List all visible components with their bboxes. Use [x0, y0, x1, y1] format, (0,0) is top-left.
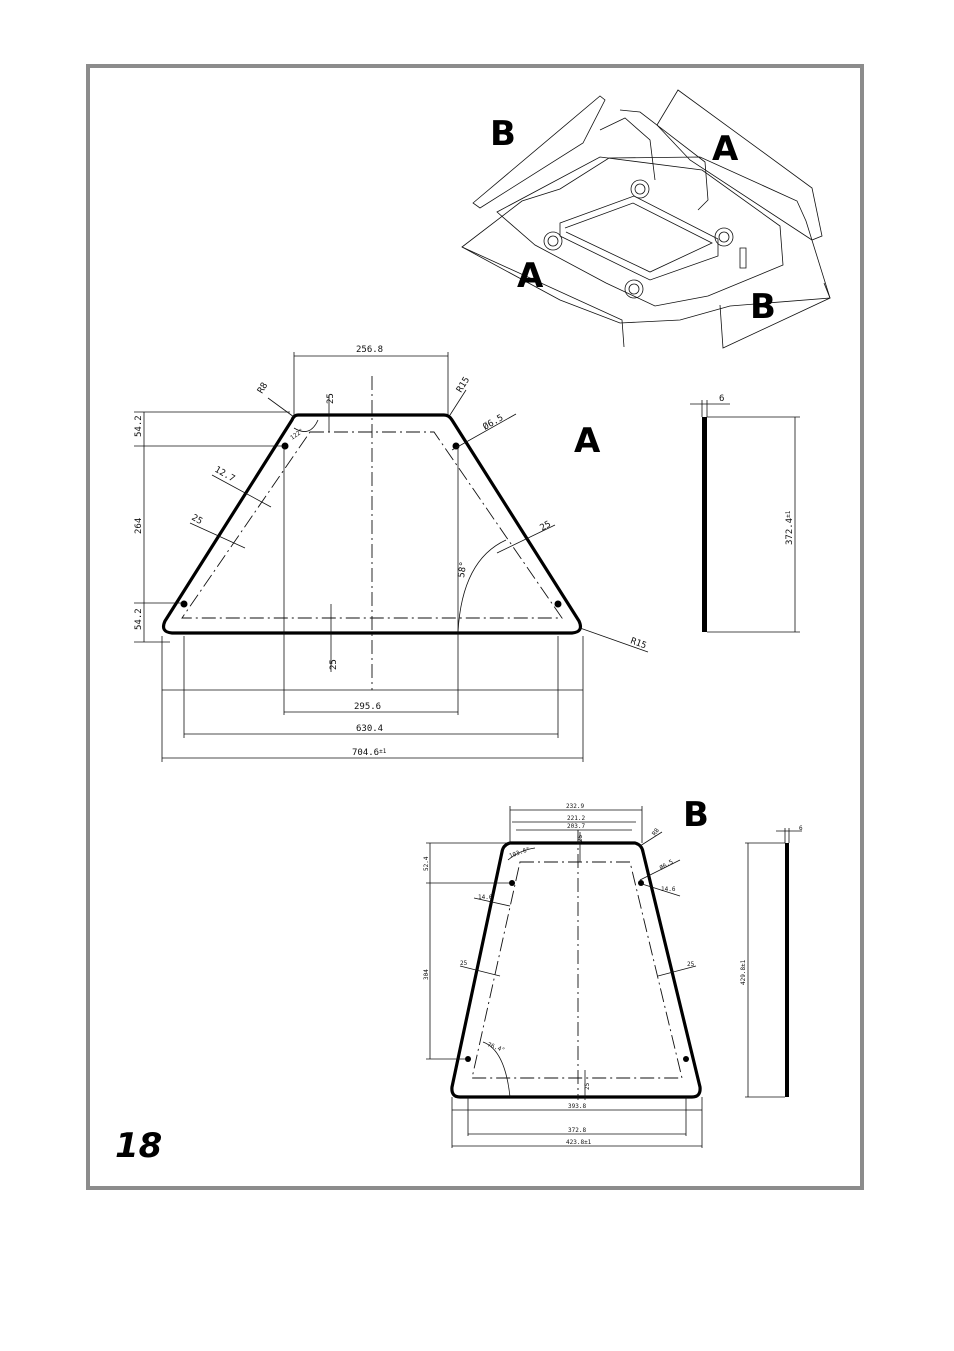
- panel-a-side-angle: 58°: [457, 561, 469, 578]
- panel-a-dim-top-width: 256.8: [356, 345, 383, 355]
- panel-a-dim-margin-right: 25: [539, 520, 553, 534]
- panel-b-title: B: [683, 795, 709, 835]
- panel-b-hole: [465, 1056, 471, 1062]
- panel-a-hole: [281, 442, 289, 450]
- panel-a-dim-overall-width: 704.6±1: [352, 748, 387, 758]
- panel-b-dim-margin-top: 25: [577, 834, 584, 842]
- panel-a-dim-margin-left: 25: [190, 513, 204, 527]
- panel-b-dim-w3: 203.7: [567, 823, 585, 830]
- panel-a-outline: [161, 413, 583, 635]
- panel-b-dim-top-width: 232.9: [566, 803, 584, 810]
- panel-b-dim-margin-bottom: 25: [584, 1082, 591, 1090]
- panel-a-side-view: [702, 417, 707, 632]
- panel-a-thickness: 6: [719, 394, 724, 404]
- panel-b-offset-right: 14.6: [661, 886, 676, 893]
- panel-b-thickness: 6: [799, 825, 803, 832]
- panel-a-dim-height-top: 54.2: [134, 415, 144, 437]
- panel-a-dim-mid-width: 295.6: [354, 702, 381, 712]
- panel-a-radius-bottom: R15: [629, 636, 648, 651]
- page-number: 18: [115, 1126, 162, 1166]
- panel-b-drawing: 232.9 221.2 203.7 25 R8 Ø6.5 14.6 103.6°…: [423, 795, 803, 1148]
- panel-b-corner-angle: 103.6°: [508, 846, 531, 860]
- panel-b-dim-margin-left: 25: [460, 960, 468, 967]
- panel-b-dim-bottom-inner: 393.8: [568, 1103, 586, 1110]
- perspective-label-b-bottom: B: [750, 287, 776, 327]
- panel-a-dim-margin-bottom: 25: [329, 659, 339, 670]
- panel-a-hole: [554, 600, 562, 608]
- panel-a-title: A: [574, 421, 601, 461]
- panel-b-side-view: [785, 843, 789, 1097]
- panel-b-dim-w2: 221.2: [567, 815, 585, 822]
- perspective-label-b-top: B: [490, 114, 516, 154]
- panel-b-hole: [683, 1056, 689, 1062]
- panel-a-radius-top: R15: [455, 375, 472, 394]
- panel-a-radius-r8: R8: [256, 381, 270, 395]
- panel-b-outline: [450, 841, 702, 1099]
- perspective-label-a-bottom: A: [517, 256, 544, 296]
- panel-b-hole-diameter: Ø6.5: [659, 858, 675, 871]
- panel-b-hole: [638, 880, 644, 886]
- panel-a-hole-diameter: Ø6.5: [481, 412, 505, 432]
- panel-b-dim-margin-right: 25: [687, 961, 695, 968]
- perspective-label-a-top: A: [712, 129, 739, 169]
- panel-b-offset-left: 14.6: [478, 894, 493, 901]
- panel-a-dim-inner-width: 630.4: [356, 724, 383, 734]
- panel-b-dim-h-mid: 304: [423, 969, 430, 980]
- panel-b-dim-h-top: 52.4: [423, 856, 430, 871]
- panel-b-dim-overall: 423.8±1: [566, 1139, 592, 1146]
- panel-b-radius: R8: [651, 827, 661, 837]
- panel-b-dim-bottom-mid: 372.8: [568, 1127, 586, 1134]
- panel-b-side-length: 429.8±1: [740, 959, 747, 985]
- panel-a-side-length: 372.4±1: [785, 510, 795, 545]
- panel-a-dim-height-bottom: 54.2: [134, 608, 144, 630]
- panel-b-hole: [509, 880, 515, 886]
- panel-a-dim-margin-top: 25: [326, 393, 336, 404]
- panel-a-dim-height-mid: 264: [134, 518, 144, 534]
- panel-a-corner-angle: 122°: [289, 428, 305, 442]
- assembly-perspective: B A A B: [461, 89, 831, 349]
- panel-a-hole: [180, 600, 188, 608]
- panel-a-drawing: 256.8 54.2 264 54.2 R8 25 122° R15 Ø6.5 …: [134, 345, 800, 762]
- page-frame: [86, 64, 864, 1190]
